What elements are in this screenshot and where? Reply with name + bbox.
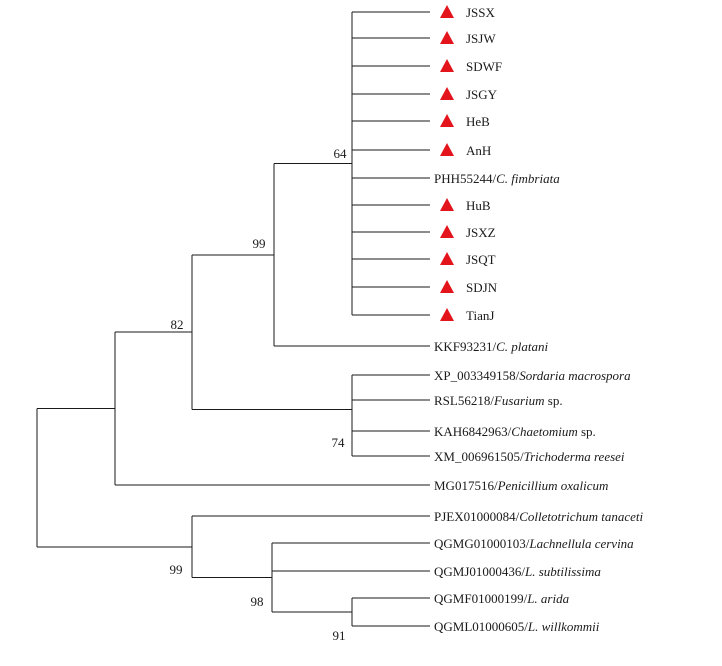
taxon-accession: JSSX	[466, 5, 496, 20]
taxon-label: QGML01000605/L. willkommii	[434, 619, 600, 634]
taxon-accession: JSJW	[466, 31, 496, 46]
taxon-label: XP_003349158/Sordaria macrospora	[434, 368, 631, 383]
taxon-accession: XP_003349158/	[434, 368, 520, 383]
tree-branches	[36, 11, 430, 627]
taxon-label: SDWF	[466, 59, 502, 74]
taxon-accession: JSGY	[466, 87, 498, 102]
taxon-accession: KAH6842963/	[434, 424, 512, 439]
taxon-label: HuB	[466, 198, 491, 213]
taxon-label: KAH6842963/Chaetomium sp.	[434, 424, 596, 439]
taxon-accession: RSL56218/	[434, 393, 494, 408]
taxon-species-name: Sordaria macrospora	[519, 368, 631, 383]
taxon-species-name: C. fimbriata	[496, 171, 560, 186]
taxon-species-name: L. subtilissima	[524, 564, 601, 579]
taxon-accession: PHH55244/	[434, 171, 497, 186]
taxon-accession: SDWF	[466, 59, 502, 74]
sample-markers	[440, 5, 454, 321]
taxon-label: XM_006961505/Trichoderma reesei	[434, 449, 625, 464]
taxon-accession: AnH	[466, 143, 491, 158]
taxon-labels: JSSX JSJW SDWF JSGY HeB AnH PHH55244/C. fimbri…	[434, 5, 643, 634]
triangle-icon	[440, 280, 454, 293]
taxon-accession: HuB	[466, 198, 491, 213]
taxon-accession: sp.	[545, 393, 563, 408]
taxon-species-name: Chaetomium	[511, 424, 577, 439]
taxon-label: SDJN	[466, 280, 498, 295]
taxon-label: JSJW	[466, 31, 496, 46]
taxon-accession: JSQT	[466, 252, 496, 267]
taxon-label: JSGY	[466, 87, 498, 102]
triangle-icon	[440, 114, 454, 127]
triangle-icon	[440, 252, 454, 265]
taxon-species-name: C. platani	[496, 339, 548, 354]
taxon-label: QGMJ01000436/L. subtilissima	[434, 564, 601, 579]
taxon-accession: QGML01000605/	[434, 619, 528, 634]
taxon-label: MG017516/Penicillium oxalicum	[434, 478, 608, 493]
bootstrap-arida-willkommii-clade: 91	[333, 628, 346, 643]
taxon-species-name: Trichoderma reesei	[524, 449, 625, 464]
taxon-accession: SDJN	[466, 280, 498, 295]
bootstrap-fimbriata-clade: 64	[334, 146, 348, 161]
taxon-label: JSSX	[466, 5, 496, 20]
taxon-label: RSL56218/Fusarium sp.	[434, 393, 563, 408]
taxon-label: QGMF01000199/L. arida	[434, 591, 570, 606]
taxon-label: AnH	[466, 143, 491, 158]
taxon-accession: sp.	[578, 424, 596, 439]
bootstrap-ceratocystis-clade: 99	[253, 236, 266, 251]
taxon-accession: PJEX01000084/	[434, 509, 520, 524]
triangle-icon	[440, 5, 454, 18]
taxon-label: KKF93231/C. platani	[434, 339, 549, 354]
taxon-label: JSQT	[466, 252, 496, 267]
taxon-species-name: Fusarium	[493, 393, 545, 408]
triangle-icon	[440, 59, 454, 72]
triangle-icon	[440, 87, 454, 100]
bootstrap-sordariomycetes-clade: 82	[171, 317, 184, 332]
bootstrap-sordaria-chaetomium-clade: 74	[332, 435, 346, 450]
bootstrap-lachnellula-clade: 98	[251, 594, 264, 609]
triangle-icon	[440, 143, 454, 156]
taxon-label: JSXZ	[466, 225, 496, 240]
taxon-accession: XM_006961505/	[434, 449, 524, 464]
taxon-accession: TianJ	[466, 308, 494, 323]
bootstrap-values: 64 99 82 74 99 98 91	[170, 146, 348, 643]
taxon-accession: QGMF01000199/	[434, 591, 528, 606]
taxon-species-name: Colletotrichum tanaceti	[519, 509, 643, 524]
taxon-accession: HeB	[466, 114, 490, 129]
triangle-icon	[440, 308, 454, 321]
taxon-species-name: Penicillium oxalicum	[497, 478, 609, 493]
taxon-accession: MG017516/	[434, 478, 498, 493]
taxon-label: TianJ	[466, 308, 494, 323]
taxon-species-name: Lachnellula cervina	[528, 536, 634, 551]
taxon-accession: KKF93231/	[434, 339, 497, 354]
triangle-icon	[440, 198, 454, 211]
taxon-accession: JSXZ	[466, 225, 496, 240]
triangle-icon	[440, 31, 454, 44]
taxon-label: PJEX01000084/Colletotrichum tanaceti	[434, 509, 643, 524]
taxon-accession: QGMG01000103/	[434, 536, 530, 551]
taxon-species-name: L. willkommii	[527, 619, 600, 634]
bootstrap-leotiomycetes-clade: 99	[170, 562, 183, 577]
taxon-accession: QGMJ01000436/	[434, 564, 525, 579]
taxon-species-name: L. arida	[526, 591, 569, 606]
taxon-label: QGMG01000103/Lachnellula cervina	[434, 536, 634, 551]
taxon-label: HeB	[466, 114, 490, 129]
taxon-label: PHH55244/C. fimbriata	[434, 171, 560, 186]
triangle-icon	[440, 225, 454, 238]
